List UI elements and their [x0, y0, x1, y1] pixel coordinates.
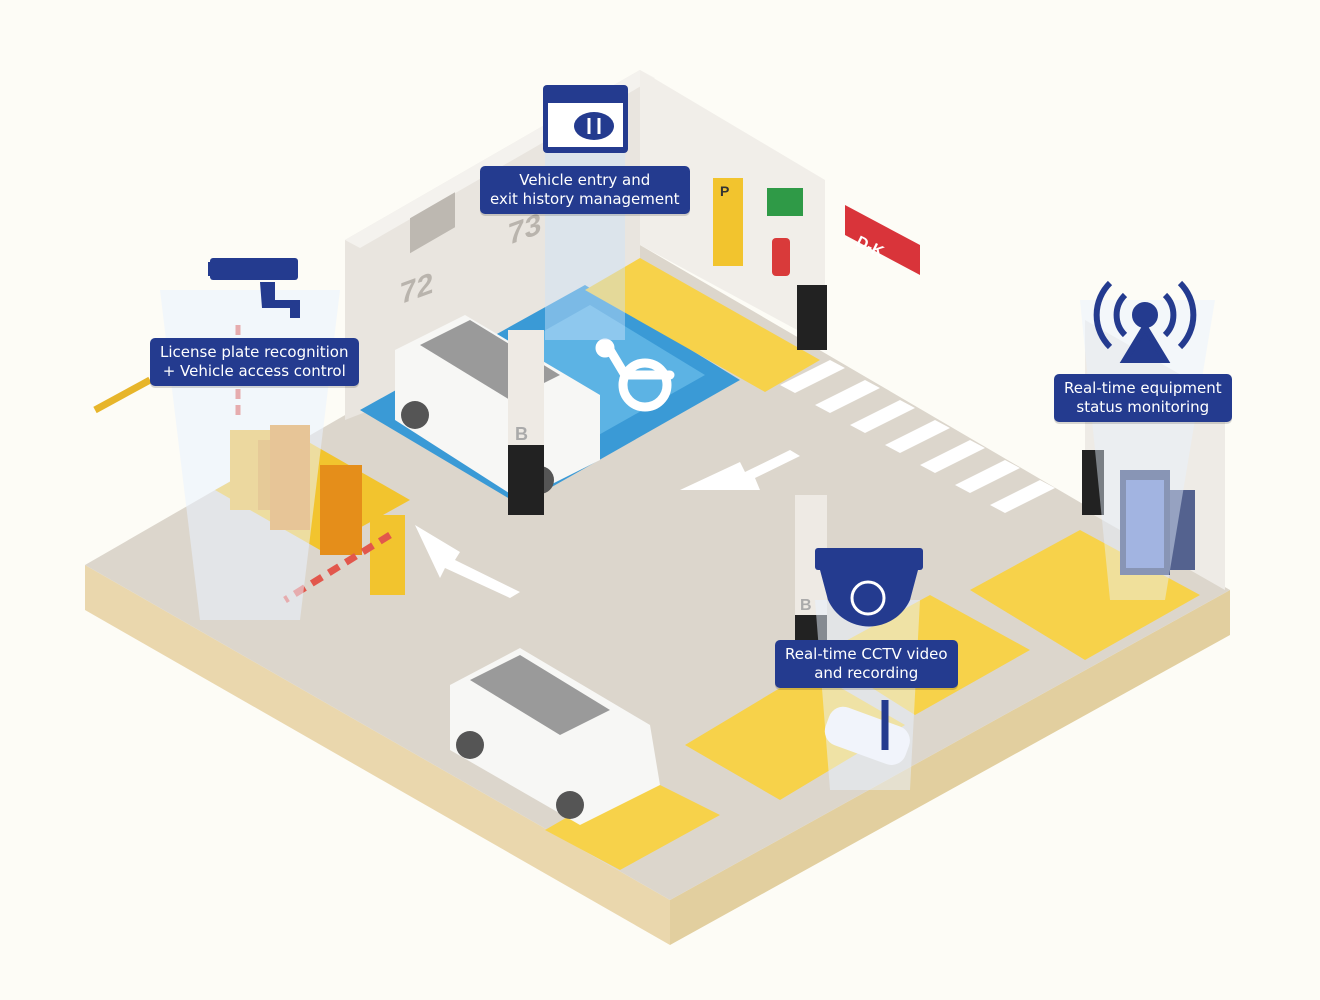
- road-arrow-right: [415, 525, 520, 598]
- car-moving: [450, 648, 660, 825]
- svg-text:B: B: [800, 597, 812, 614]
- barrier-arm-back-yellow: [93, 376, 152, 414]
- broadcast-icon: [1093, 280, 1197, 363]
- direction-sign-board: [845, 205, 920, 275]
- license-plate-label: License plate recognition + Vehicle acce…: [150, 338, 359, 386]
- pillar-right-stripe: [1082, 450, 1104, 515]
- barrier-motor: [370, 515, 405, 595]
- bullet-camera: [824, 700, 910, 765]
- base-slab-left: [85, 565, 670, 945]
- yellow-zone-front-4: [970, 530, 1200, 660]
- entry-history-label: Vehicle entry and exit history managemen…: [480, 166, 690, 214]
- yellow-zone-back: [585, 258, 820, 392]
- gate-pillar-right: [320, 465, 362, 555]
- base-slab-right: [670, 590, 1230, 945]
- kiosk-letter: P: [720, 183, 729, 199]
- wheelchair-icon: [595, 338, 675, 412]
- equipment-monitoring-label: Real-time equipment status monitoring: [1054, 374, 1232, 422]
- wall-vent: [410, 192, 455, 254]
- cloud-transfer-icon: [543, 85, 628, 153]
- crosswalk: [780, 360, 1055, 513]
- pillar-back-stripe: [797, 285, 827, 350]
- yellow-zone-front-1: [545, 775, 720, 870]
- exit-sign: [767, 188, 803, 216]
- svg-text:B: B: [515, 424, 528, 444]
- beam-cctv: [815, 600, 920, 790]
- fire-extinguisher: [772, 238, 790, 276]
- road-arrow-left: [680, 450, 800, 490]
- payment-kiosk: [713, 178, 743, 266]
- cctv-label: Real-time CCTV video and recording: [775, 640, 958, 688]
- cctv-camera-icon: [208, 258, 300, 318]
- dome-camera-icon: [815, 548, 923, 627]
- server-rack: [1120, 470, 1195, 575]
- pillar-left: B: [508, 330, 544, 515]
